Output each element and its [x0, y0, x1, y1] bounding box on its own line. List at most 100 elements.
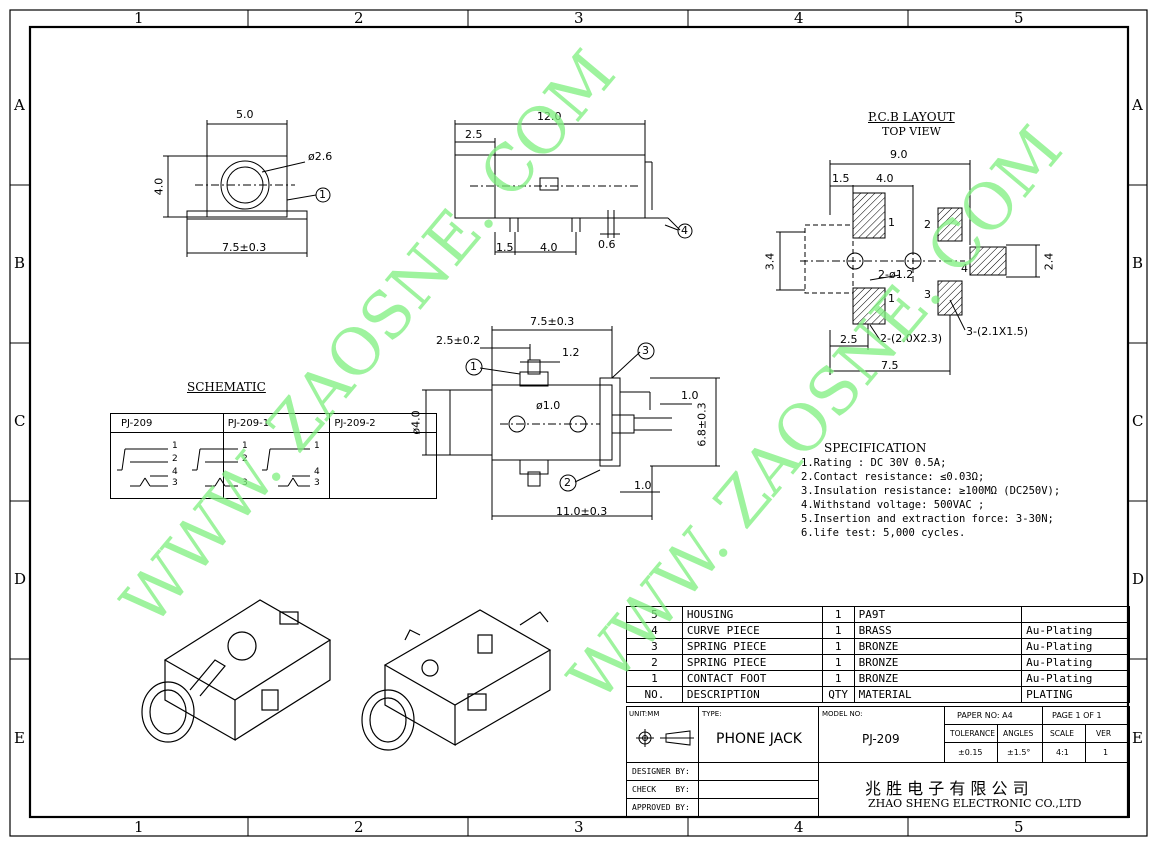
bottom-dim-length: 11.0±0.3 [556, 505, 608, 518]
zone-col-3: 3 [574, 9, 584, 27]
bom-header-no: NO. [626, 686, 683, 703]
tb-company-cn: 兆 胜 电 子 有 限 公 司 [865, 779, 1029, 798]
bom-desc: HOUSING [681, 606, 823, 623]
bom-plating [1021, 606, 1130, 623]
bom-header-desc: DESCRIPTION [681, 686, 823, 703]
tb-model-value: PJ-209 [862, 732, 900, 746]
tb-scale-label: SCALE [1050, 729, 1075, 738]
tb-company-en: ZHAO SHENG ELECTRONIC CO.,LTD [868, 797, 1082, 810]
pcb-layout [776, 160, 1040, 375]
bom-qty: 1 [821, 638, 855, 655]
zone-row-d: D [14, 570, 27, 588]
zone-row-c-right: C [1132, 412, 1144, 430]
bom-qty: 1 [821, 606, 855, 623]
spec-line-4: 4.Withstand voltage: 500VAC ; [801, 499, 985, 511]
pcb-pad-label-1-bottom: 1 [888, 292, 895, 305]
schematic-pin-2: 2 [172, 454, 178, 464]
bom-no: 4 [626, 622, 683, 639]
bom-qty: 1 [821, 654, 855, 671]
pcb-pad-label-4: 4 [961, 262, 968, 275]
tb-check-label: CHECK BY: [632, 785, 690, 794]
bom-qty: 1 [821, 670, 855, 687]
tb-tolerance-value: ±0.15 [958, 748, 983, 757]
tb-ver-value: 1 [1103, 748, 1109, 757]
bom-material: BRASS [853, 622, 1023, 639]
bottom-dim-hole: ø1.0 [536, 399, 561, 412]
zone-row-b-right: B [1132, 254, 1144, 272]
schematic-pin-4c: 4 [314, 467, 320, 477]
projection-symbol [636, 729, 694, 747]
bottom-dim-height: 6.8±0.3 [695, 402, 709, 447]
front-callout-1: 1 [319, 188, 326, 201]
pcb-dim-a: 1.5 [832, 172, 850, 185]
bom-row-5: 5 HOUSING 1 PA9T [626, 606, 1130, 623]
bom-desc: CURVE PIECE [681, 622, 823, 639]
bom-material: PA9T [853, 606, 1023, 623]
pcb-pad-2 [937, 207, 963, 242]
tb-angles-label: ANGLES [1003, 729, 1034, 738]
zone-col-1: 1 [134, 9, 144, 27]
bom-qty: 1 [821, 622, 855, 639]
schematic-pin-1b: 1 [242, 441, 248, 451]
pcb-pad-4 [969, 246, 1007, 276]
zone-row-b: B [14, 254, 26, 272]
pcb-pad-1-top [852, 192, 886, 239]
bottom-dim-width: 7.5±0.3 [530, 315, 575, 328]
pcb-dim-d: 7.5 [881, 359, 899, 372]
zone-row-c: C [14, 412, 26, 430]
spec-line-6: 6.life test: 5,000 cycles. [801, 527, 966, 539]
front-view [163, 120, 331, 257]
isometric-view-right [361, 609, 552, 751]
pcb-dim-right: 2.4 [1042, 252, 1056, 271]
bottom-dim-pin: 1.2 [562, 346, 580, 359]
bom-plating: Au-Plating [1021, 654, 1130, 671]
bottom-view [422, 326, 720, 520]
front-dim-diameter: ø2.6 [308, 150, 333, 163]
zone-col-2: 2 [354, 9, 364, 27]
side-dim-offset: 2.5 [465, 128, 483, 141]
pcb-dim-left: 3.4 [763, 252, 777, 271]
zone-col-3-bottom: 3 [574, 818, 584, 836]
bottom-callout-2: 2 [564, 476, 571, 489]
spec-line-2: 2.Contact resistance: ≤0.03Ω; [801, 471, 985, 483]
schematic-pin-4: 4 [172, 467, 178, 477]
pcb-dim-total: 9.0 [890, 148, 908, 161]
front-dim-base: 7.5±0.3 [222, 241, 267, 254]
pcb-subtitle: TOP VIEW [882, 125, 941, 138]
zone-col-1-bottom: 1 [134, 818, 144, 836]
bom-table: 5 HOUSING 1 PA9T 4 CURVE PIECE 1 BRASS A… [626, 606, 1130, 703]
pcb-dim-b: 4.0 [876, 172, 894, 185]
zone-col-4-bottom: 4 [794, 818, 804, 836]
title-block-grid [626, 706, 1130, 818]
bom-desc: SPRING PIECE [681, 654, 823, 671]
spec-line-1: 1.Rating : DC 30V 0.5A; [801, 457, 947, 469]
bom-plating: Au-Plating [1021, 638, 1130, 655]
zone-row-a: A [14, 96, 25, 114]
bottom-dim-pin-r: 1.0 [681, 389, 699, 402]
side-dim-a: 1.5 [496, 241, 514, 254]
bom-row-2: 2 SPRING PIECE 1 BRONZE Au-Plating [626, 654, 1130, 671]
bom-plating: Au-Plating [1021, 622, 1130, 639]
schematic-pin-1: 1 [172, 441, 178, 451]
bom-material: BRONZE [853, 638, 1023, 655]
bottom-callout-1: 1 [470, 360, 477, 373]
pcb-dim-c: 2.5 [840, 333, 858, 346]
zone-row-a-right: A [1132, 96, 1143, 114]
bom-row-4: 4 CURVE PIECE 1 BRASS Au-Plating [626, 622, 1130, 639]
schematic-header-pj209: PJ-209 [110, 413, 224, 433]
bom-no: 5 [626, 606, 683, 623]
spec-line-5: 5.Insertion and extraction force: 3-30N; [801, 513, 1054, 525]
zone-row-d-right: D [1132, 570, 1145, 588]
spec-line-3: 3.Insulation resistance: ≥100MΩ (DC250V)… [801, 485, 1061, 497]
bom-desc: SPRING PIECE [681, 638, 823, 655]
tb-tolerance-label: TOLERANCE [950, 729, 996, 738]
isometric-view-left [141, 599, 332, 743]
pcb-pad-note-a: 2-(2.0X2.3) [880, 332, 943, 345]
tb-model-label: MODEL NO: [822, 710, 863, 718]
bom-no: 2 [626, 654, 683, 671]
bom-plating: Au-Plating [1021, 670, 1130, 687]
bom-header-material: MATERIAL [853, 686, 1023, 703]
zone-row-e-right: E [1132, 729, 1143, 747]
